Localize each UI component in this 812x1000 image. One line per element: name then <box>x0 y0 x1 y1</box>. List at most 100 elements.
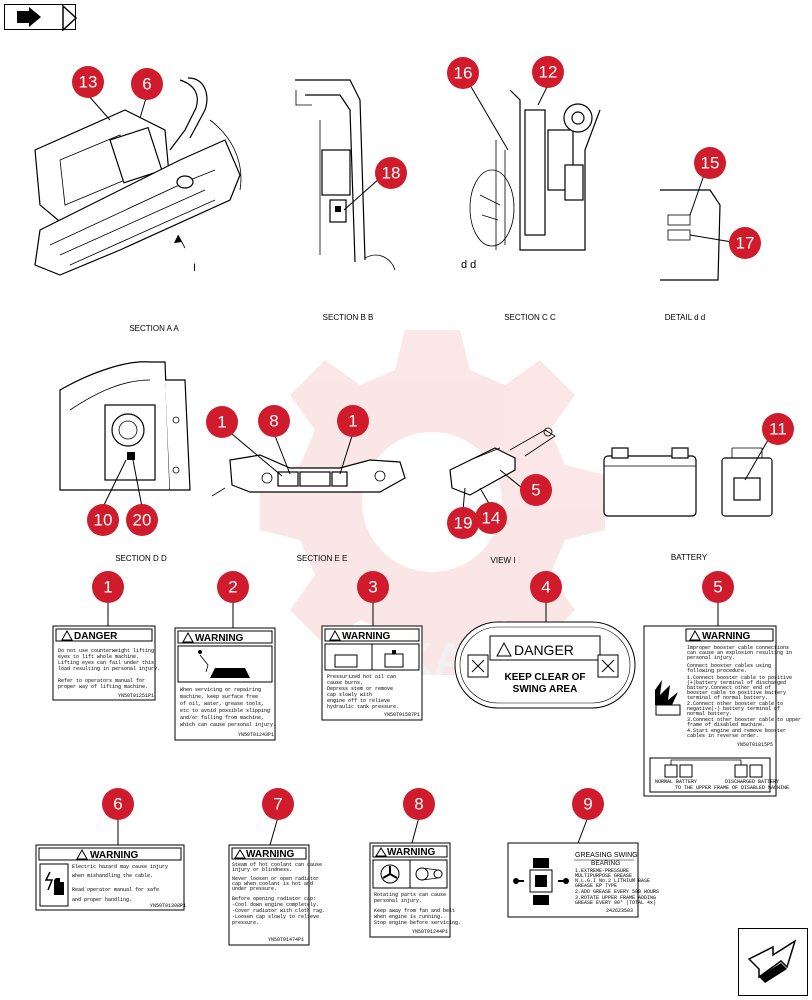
label-7-line: -Cool down engine completely. <box>232 902 319 908</box>
callout-label-1[interactable]: 1 <box>92 571 124 626</box>
label-5-line: following procedure. <box>687 668 747 674</box>
label-7-line: under pressure. <box>232 886 277 892</box>
label-5-line: Improper booster cable connections <box>687 645 789 651</box>
callout-1a[interactable]: 1 <box>206 406 283 477</box>
svg-text:19: 19 <box>454 514 473 533</box>
label-3-code: YN50T01587P1 <box>384 712 420 718</box>
callout-label-6[interactable]: 6 <box>102 788 134 845</box>
section-cc-sublabel: d d <box>461 259 476 271</box>
label-1-danger: DANGER Do not use counterweight lifting … <box>52 625 160 701</box>
rotating-fan-icon <box>380 864 443 884</box>
label-1-line: eyes to lift whole machine. <box>58 654 139 660</box>
label-2-line: machine, keep surface free <box>180 694 258 700</box>
section-cc-drawing: d d SECTION C C <box>461 89 601 322</box>
label-5-title: WARNING <box>702 631 751 642</box>
callout-19[interactable]: 19 <box>447 487 479 539</box>
label-7-warning: WARNING Steam of hot coolant can cause i… <box>228 844 325 946</box>
callout-12[interactable]: 12 <box>532 56 564 106</box>
label-5-line: 2.Connect other booster cable to <box>687 701 783 707</box>
label-1-line: load resulting in personal injury. <box>58 666 160 672</box>
electric-hand-icon <box>44 871 64 895</box>
top-nav-tab[interactable] <box>4 4 77 31</box>
next-page-button[interactable] <box>738 928 808 996</box>
callout-5-view[interactable]: 5 <box>499 469 552 506</box>
section-dd-caption: SECTION D D <box>115 554 167 563</box>
callout-label-3[interactable]: 3 <box>357 571 389 626</box>
section-cc-caption: SECTION C C <box>504 313 556 322</box>
section-dd-drawing: SECTION D D <box>59 361 191 563</box>
slip-fall-icon <box>198 650 250 678</box>
callout-14[interactable]: 14 <box>475 487 507 534</box>
label-7-line: Never loosen or open radiator <box>232 876 319 882</box>
label-9-title: GREASING SWING <box>575 852 638 859</box>
label-5-line: frame of disabled machine. <box>687 722 765 728</box>
svg-text:3: 3 <box>368 578 377 597</box>
label-1-title: DANGER <box>74 631 118 642</box>
callout-label-7[interactable]: 7 <box>262 788 294 846</box>
label-5-line: terminal of normal battery. <box>687 695 768 701</box>
label-6-code: YN50T01308P1 <box>150 903 186 909</box>
label-5-footer: NORMAL BATTERY <box>655 779 697 785</box>
section-aa-caption: SECTION A A <box>129 324 179 333</box>
callout-label-4[interactable]: 4 <box>530 571 562 622</box>
crush-hazard-icon <box>467 654 619 678</box>
battery-caption: BATTERY <box>671 553 708 562</box>
callout-16[interactable]: 16 <box>447 57 509 151</box>
callout-15[interactable]: 15 <box>689 147 726 216</box>
svg-text:7: 7 <box>273 795 282 814</box>
label-5-footer: TO THE UPPER FRAME OF DISABLED MACHINE <box>675 785 789 791</box>
callout-18[interactable]: 18 <box>343 157 407 211</box>
label-2-line: of oil, water, grease tools, <box>180 701 264 707</box>
battery-drawing: BATTERY <box>603 447 773 562</box>
callout-17[interactable]: 17 <box>689 227 761 259</box>
label-3-line: engine off to relieve <box>327 698 390 704</box>
label-6-warning: WARNING Electric hazard may cause injury… <box>35 844 186 911</box>
label-1-line: Do not use counterweight lifting <box>58 648 154 654</box>
label-8-warning: WARNING Rotating parts can cause persona… <box>369 842 461 938</box>
svg-text:8: 8 <box>269 412 278 431</box>
swing-bearing-icon <box>513 858 569 905</box>
label-3-line: hydraulic tank pressure. <box>327 704 399 710</box>
label-8-line: Rotating parts can cause <box>374 892 446 898</box>
section-ee-caption: SECTION E E <box>297 554 348 563</box>
callout-1b[interactable]: 1 <box>337 405 369 475</box>
callout-6[interactable]: 6 <box>131 68 163 119</box>
label-5-line: personal injury. <box>687 655 735 661</box>
callout-8[interactable]: 8 <box>258 405 291 475</box>
label-5-line: 4.Start engine and remove booster <box>687 728 786 734</box>
section-aa-sublabel: I <box>193 262 196 274</box>
label-9-line: 2.ADD GREASE EVERY 500 HOURS <box>575 889 659 895</box>
section-bb-drawing: SECTION B B <box>295 79 396 322</box>
right-arrow-tab-icon <box>17 4 77 31</box>
label-7-line: injury or blindness. <box>232 867 292 873</box>
svg-text:12: 12 <box>539 63 558 82</box>
label-5-line: negative(-) battery terminal of <box>687 706 780 712</box>
callout-11[interactable]: 11 <box>744 413 794 481</box>
label-8-title: WARNING <box>387 847 436 858</box>
detail-dd-caption: DETAIL d d <box>665 313 705 322</box>
callout-label-2[interactable]: 2 <box>217 571 249 628</box>
label-6-title: WARNING <box>90 850 139 861</box>
label-7-line: -Cover radiator with cloth rag. <box>232 908 325 914</box>
label-2-line: and/or falling from machine, <box>180 715 264 721</box>
svg-text:4: 4 <box>541 578 550 597</box>
callout-20[interactable]: 20 <box>126 459 158 536</box>
callout-label-9[interactable]: 9 <box>572 788 604 844</box>
label-5-line: 1.Connect booster cable to positive <box>687 675 792 681</box>
label-2-warning: WARNING When servicing or repairing mach… <box>174 627 276 741</box>
svg-text:2: 2 <box>228 578 237 597</box>
callout-10[interactable]: 10 <box>87 459 127 536</box>
label-8-code: YN50T01244P1 <box>412 929 448 935</box>
callout-label-8[interactable]: 8 <box>403 788 435 844</box>
label-7-line: Steam of hot coolant can cause <box>232 862 322 868</box>
label-5-footer: DISCHARGED BATTERY <box>725 779 779 785</box>
svg-text:8: 8 <box>414 795 423 814</box>
label-1-line: proper way of lifting machine. <box>58 684 148 690</box>
label-5-line: Connect booster cables using <box>687 663 771 669</box>
label-5-warning: WARNING Improper booster cable connectio… <box>643 625 801 797</box>
callout-13[interactable]: 13 <box>72 66 111 121</box>
svg-text:15: 15 <box>701 154 720 173</box>
label-9-line: GREASE EVERY 90° (TOTAL 4x) <box>575 900 656 906</box>
callout-label-5[interactable]: 5 <box>702 571 734 626</box>
label-7-line: cap when coolant is hot and <box>232 881 313 887</box>
